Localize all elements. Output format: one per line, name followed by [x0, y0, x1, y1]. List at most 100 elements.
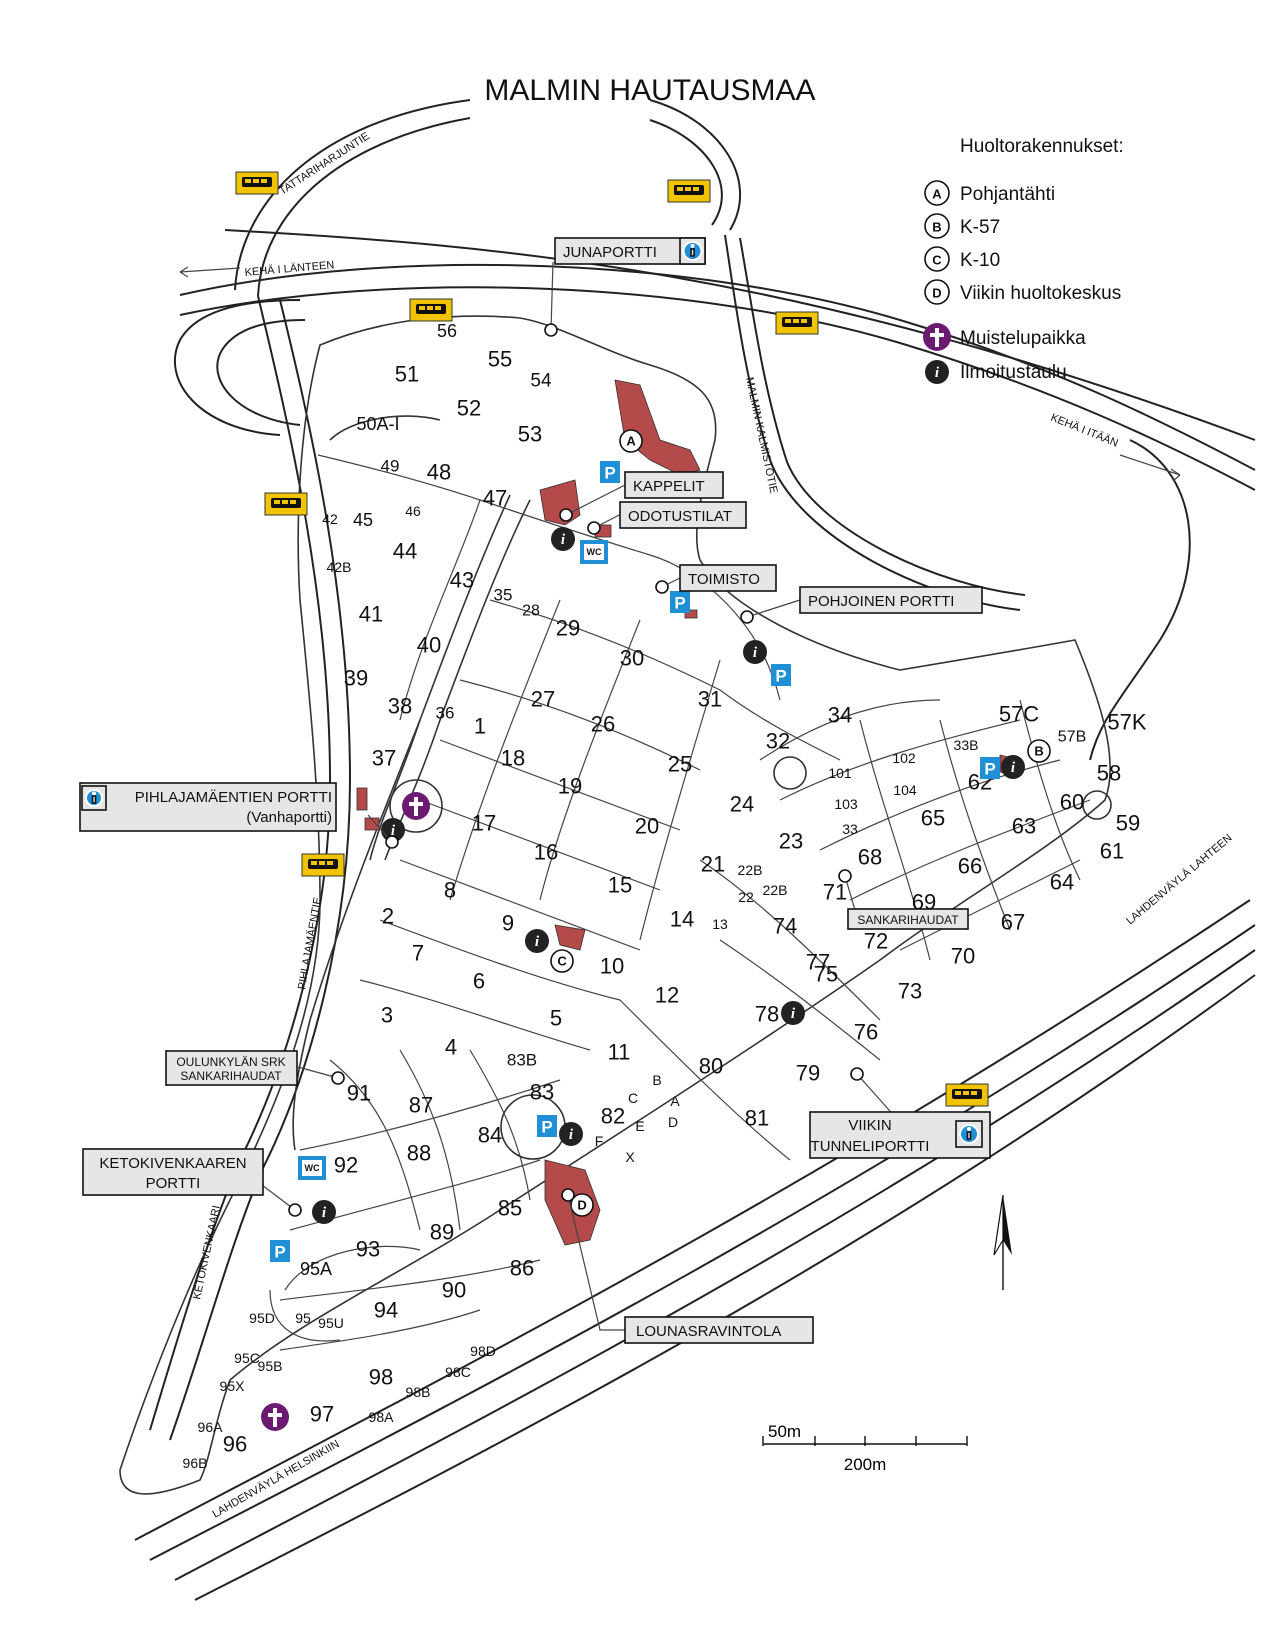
section-label: X [625, 1149, 635, 1165]
svg-text:B: B [1034, 744, 1043, 759]
section-label: 74 [773, 914, 797, 939]
pohjantahti-building [614, 379, 701, 476]
section-label: 13 [712, 916, 728, 932]
section-label: 34 [828, 703, 852, 728]
section-label: 21 [701, 852, 725, 877]
callout-oulunkylan-srk: OULUNKYLÄN SRK SANKARIHAUDAT [165, 1050, 298, 1086]
section-label: 98A [369, 1409, 395, 1425]
legend-item-c: C K-10 [924, 246, 1000, 272]
k10-building [554, 924, 586, 951]
section-label: A [670, 1093, 680, 1109]
section-label: 65 [921, 806, 945, 831]
section-label: 31 [698, 687, 722, 712]
section-label: 79 [796, 1061, 820, 1086]
svg-text:PIHLAJAMÄENTIEN PORTTI: PIHLAJAMÄENTIEN PORTTI [135, 789, 332, 806]
section-label: 32 [766, 729, 790, 754]
section-label: 18 [501, 746, 525, 771]
direction-arrows [179, 266, 1181, 482]
svg-text:P: P [674, 594, 685, 613]
section-label: 93 [356, 1237, 380, 1262]
svg-text:TUNNELIPORTTI: TUNNELIPORTTI [811, 1138, 930, 1155]
svg-text:KETOKIVENKAAREN: KETOKIVENKAAREN [99, 1155, 246, 1172]
callouts: JUNAPORTTI KAPPELIT ODOTUSTILAT TOIMISTO… [79, 237, 991, 1344]
scale-bar: 50m 200m [762, 1422, 968, 1474]
section-label: 19 [558, 774, 582, 799]
section-label: 61 [1100, 839, 1124, 864]
svg-text:P: P [274, 1243, 285, 1262]
section-label: 52 [457, 396, 481, 421]
service-building-markers: A B C D [550, 429, 1051, 1217]
section-label: 6 [473, 969, 485, 994]
section-label: 26 [591, 712, 615, 737]
parking-icon: P [537, 1115, 557, 1137]
callout-toimisto: TOIMISTO [679, 564, 777, 592]
section-label: 81 [745, 1106, 769, 1131]
building-letter-icon [924, 213, 950, 239]
svg-text:i: i [561, 532, 566, 548]
svg-text:Pohjantähti: Pohjantähti [960, 184, 1055, 205]
info-icon: i [781, 1001, 805, 1025]
callout-lounasravintola: LOUNASRAVINTOLA [624, 1316, 814, 1344]
svg-text:i: i [569, 1127, 574, 1143]
section-label: 44 [393, 539, 417, 564]
section-label: 89 [430, 1220, 454, 1245]
section-label: 96B [183, 1455, 208, 1471]
section-label: 37 [372, 746, 396, 771]
section-label: 33 [842, 821, 858, 837]
section-label: 15 [608, 873, 632, 898]
building-marker-a: A [619, 429, 643, 453]
scale-label-small: 50m [768, 1422, 801, 1441]
gate-marker [288, 1203, 302, 1217]
section-label: 68 [858, 845, 882, 870]
gate-marker [385, 835, 399, 849]
map-title: MALMIN HAUTAUSMAA [484, 74, 815, 107]
info-icon: i [551, 527, 575, 551]
chapel-building [539, 479, 581, 526]
callout-odotustilat: ODOTUSTILAT [619, 501, 747, 529]
section-label: 48 [427, 460, 451, 485]
wc-icon: WC [298, 1156, 326, 1180]
section-label: 96A [198, 1419, 224, 1435]
svg-text:VIIKIN: VIIKIN [848, 1117, 891, 1134]
road-label-lahdenvayla-lahteen: LAHDENVÄYLÄ LAHTEEN [1124, 832, 1234, 927]
section-label: 60 [1060, 790, 1084, 815]
road-label-malmin-kalmistotie: MALMIN KALMISTOTIE [743, 376, 779, 494]
svg-text:C: C [557, 954, 567, 969]
gate-building-2 [364, 817, 380, 831]
callout-pihlajamaentien-portti: PIHLAJAMÄENTIEN PORTTI (Vanhaportti) [79, 782, 337, 832]
section-label: 83 [530, 1080, 554, 1105]
section-label: 82 [601, 1104, 625, 1129]
svg-text:A: A [932, 187, 942, 202]
gate-marker [850, 1067, 864, 1081]
section-label: 91 [347, 1081, 371, 1106]
parking-icon: P [980, 757, 1000, 779]
bus-stop-icon [301, 853, 345, 877]
section-label: 2 [382, 904, 394, 929]
section-label: 33B [954, 737, 979, 753]
point-marker [655, 580, 669, 594]
svg-text:D: D [577, 1198, 586, 1213]
legend-item-muistelupaikka: Muistelupaikka [923, 323, 1086, 351]
section-label: 95B [258, 1358, 283, 1374]
svg-text:KAPPELIT: KAPPELIT [633, 478, 705, 495]
cemetery-paths [119, 315, 1112, 1495]
callout-sankarihaudat: SANKARIHAUDAT [847, 908, 969, 930]
parking-icon: P [270, 1240, 290, 1262]
section-label: 101 [828, 765, 852, 781]
gate-marker [544, 323, 558, 337]
section-label: 95U [318, 1315, 344, 1331]
section-label: 72 [864, 929, 888, 954]
info-icon: i [1001, 755, 1025, 779]
section-label: 57C [999, 702, 1039, 727]
svg-text:P: P [984, 760, 995, 779]
section-label: 95A [300, 1259, 332, 1279]
parking-icons: P P P P P P [270, 461, 1000, 1262]
office-building [684, 609, 698, 619]
svg-text:JUNAPORTTI: JUNAPORTTI [563, 244, 657, 261]
info-icons: i i i i i i i i [312, 527, 1025, 1224]
svg-text:B: B [932, 220, 941, 235]
section-label: 41 [359, 602, 383, 627]
info-icon: i [743, 640, 767, 664]
section-label: 77 [806, 950, 830, 975]
